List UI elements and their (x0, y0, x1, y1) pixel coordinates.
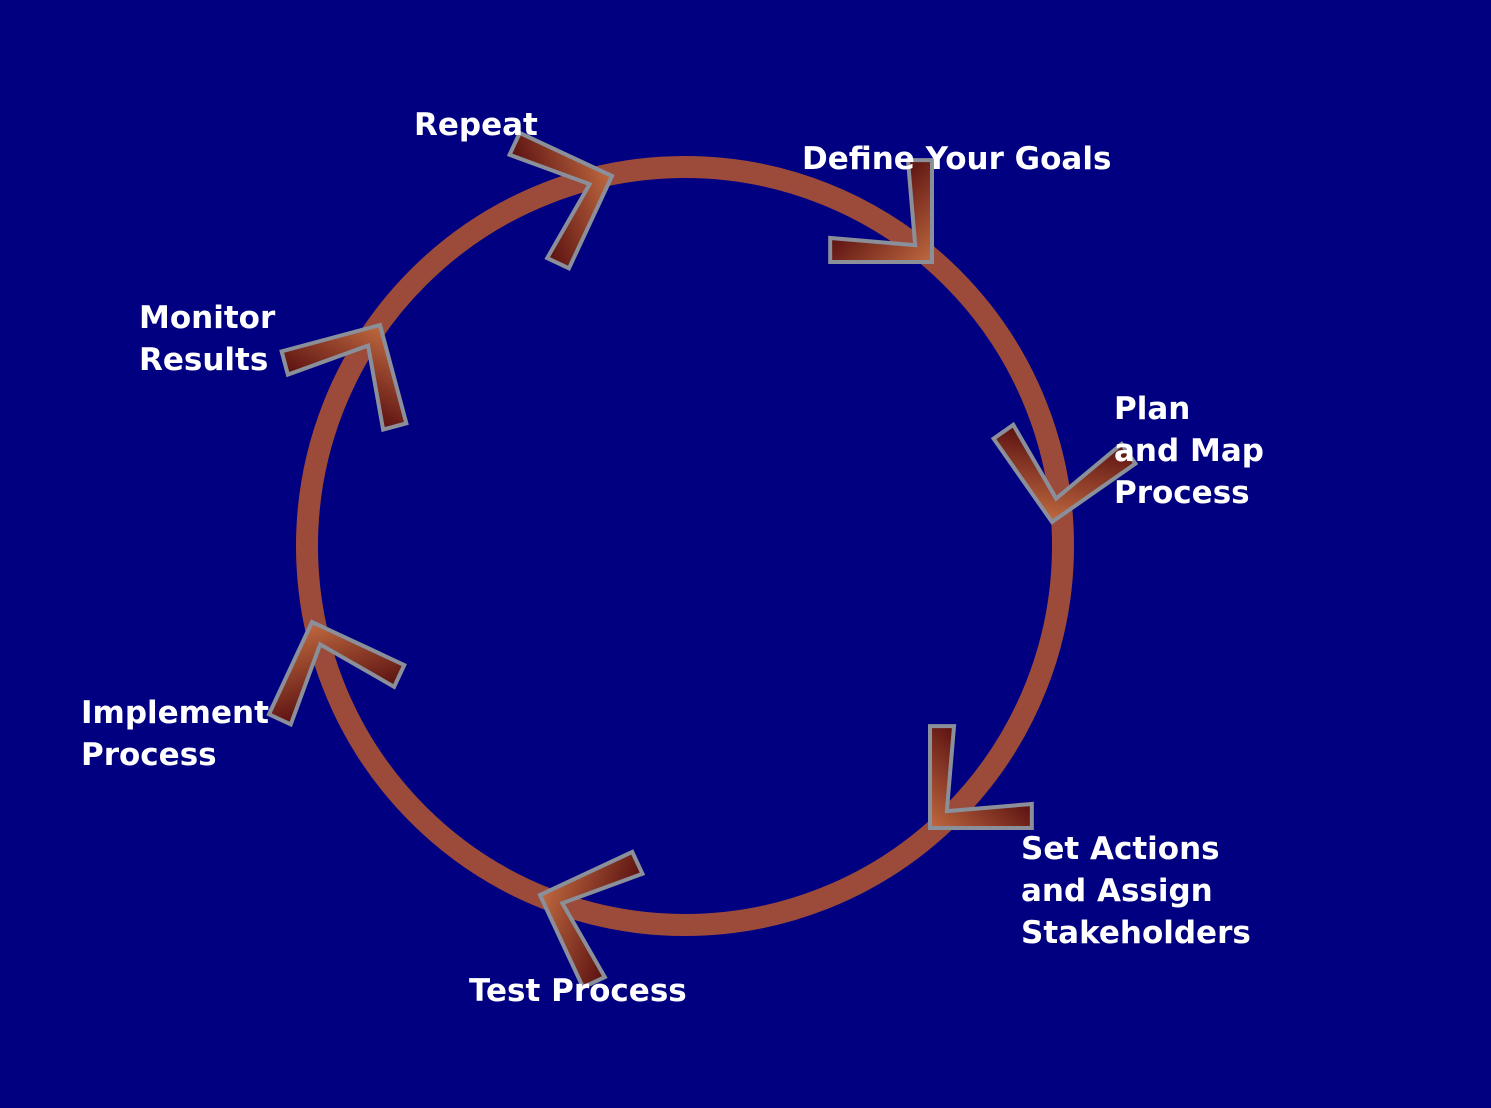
chevron-arrow-implement (266, 619, 407, 728)
chevron-arrow-define-goals (828, 158, 934, 264)
label-line: Monitor (139, 300, 276, 336)
label-line: and Map (1114, 433, 1264, 469)
step-label-repeat: Repeat (414, 104, 538, 146)
step-label-implement-process: Implement Process (81, 692, 269, 776)
label-line: Results (139, 342, 269, 378)
chevron-shape (928, 724, 1034, 830)
label-line: and Assign (1021, 873, 1213, 909)
label-line: Stakeholders (1021, 915, 1251, 951)
chevron-shape (828, 158, 934, 264)
chevron-arrow-test (537, 849, 646, 990)
step-label-plan-map-process: Plan and Map Process (1114, 388, 1264, 514)
cycle-ring (296, 156, 1074, 936)
label-line: Set Actions (1021, 831, 1220, 867)
label-line: Define Your Goals (802, 141, 1112, 177)
chevron-arrow-monitor (279, 322, 409, 433)
label-line: Process (81, 737, 217, 773)
chevron-shape (279, 322, 409, 433)
label-line: Plan (1114, 391, 1191, 427)
label-line: Implement (81, 695, 269, 731)
chevron-shape (506, 130, 615, 271)
step-label-monitor-results: Monitor Results (139, 297, 275, 381)
step-label-test-process: Test Process (469, 970, 687, 1012)
step-label-define-goals: Define Your Goals (802, 138, 1111, 180)
chevron-shape (537, 849, 646, 990)
label-line: Repeat (414, 107, 538, 143)
chevron-arrow-set-actions (928, 724, 1034, 830)
label-line: Process (1114, 475, 1250, 511)
step-label-set-actions: Set Actions and Assign Stakeholders (1021, 828, 1251, 954)
chevron-shape (990, 421, 1139, 525)
label-line: Test Process (469, 973, 687, 1009)
chevron-arrow-repeat (506, 130, 615, 271)
chevron-shape (266, 619, 407, 728)
chevron-arrow-plan-map (990, 421, 1139, 525)
chevron-arrows (266, 130, 1139, 990)
